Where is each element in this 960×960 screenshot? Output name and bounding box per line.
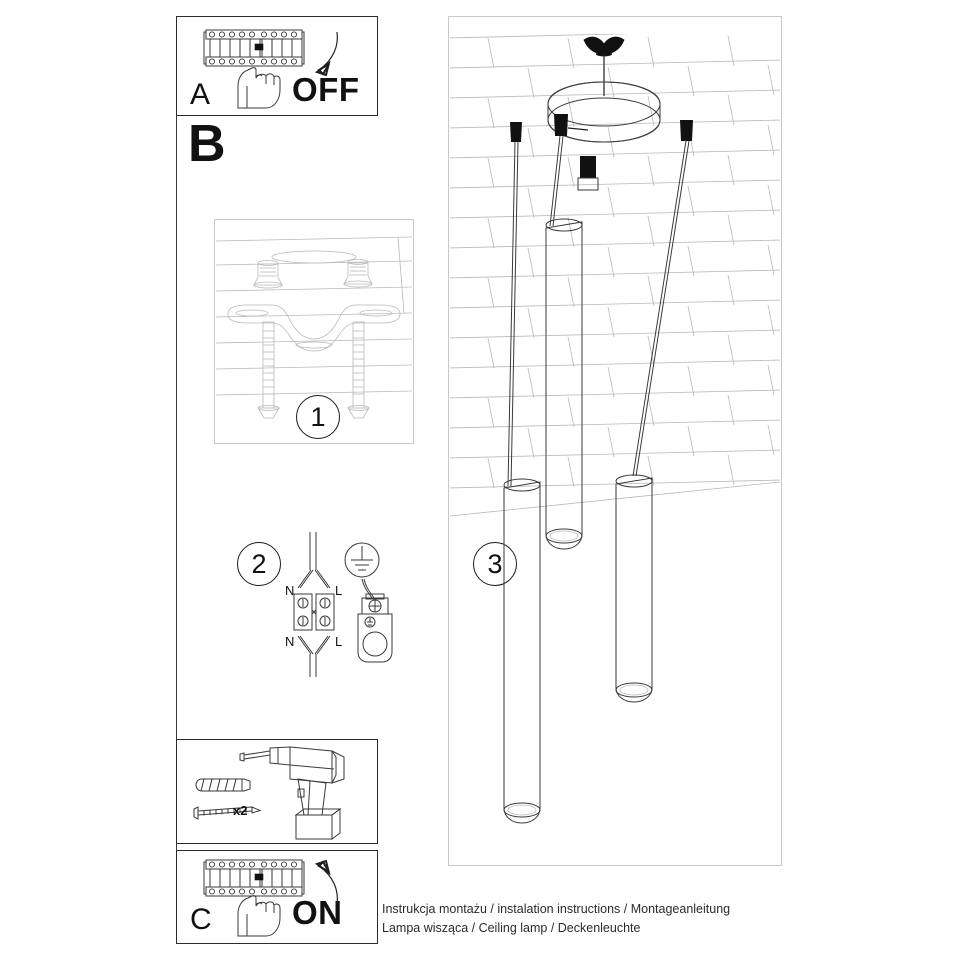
- tools-quantity-label: x2: [233, 803, 248, 818]
- ceiling-anchor-hook: [583, 36, 625, 96]
- step-number-2-circle: 2: [237, 542, 281, 586]
- step-number-3-value: 3: [487, 548, 503, 579]
- step-number-2-value: 2: [251, 548, 267, 579]
- screw-left: [257, 321, 280, 419]
- panel-a-breaker-off: [176, 16, 378, 116]
- mounting-bracket: [227, 304, 401, 352]
- earth-terminal-diagram: [344, 542, 393, 663]
- breaker-panel-icon-c: [203, 859, 305, 897]
- wall-plug-left: [253, 260, 283, 289]
- wall-plug-right: [343, 259, 373, 288]
- panel-3-assembly: [448, 16, 782, 866]
- terminal-label-n-top: N: [285, 583, 295, 598]
- footer-line-1: Instrukcja montażu / instalation instruc…: [382, 902, 731, 916]
- breaker-panel-icon-a: [203, 29, 305, 67]
- wiring-terminal-diagram: [293, 532, 335, 677]
- arrow-down-icon-a: [314, 31, 338, 77]
- terminal-label-l-bottom: L: [335, 634, 343, 649]
- step-letter-b: B: [188, 115, 226, 173]
- pendant-tube-right: [615, 474, 653, 703]
- arrow-up-icon-c: [314, 859, 338, 905]
- pointing-hand-icon-c: [237, 895, 281, 937]
- footer-text-block: Instrukcja montażu / instalation instruc…: [382, 900, 730, 939]
- panel-c-breaker-on: [176, 850, 378, 944]
- suspension-cables: [507, 135, 690, 487]
- pendant-tube-middle: [545, 218, 583, 550]
- pointing-hand-icon-a: [237, 67, 281, 109]
- step-number-1-circle: 1: [296, 395, 340, 439]
- ceiling-texture: [450, 34, 780, 489]
- step-number-3-circle: 3: [473, 542, 517, 586]
- step-letter-a: A: [190, 78, 211, 111]
- step-number-1-value: 1: [310, 401, 326, 432]
- label-on: ON: [292, 894, 343, 931]
- terminal-label-l-top: L: [335, 583, 343, 598]
- panel-1-mounting: [214, 219, 414, 444]
- pendant-tube-left: [503, 478, 541, 824]
- drill-icon: [239, 746, 345, 840]
- cable-grips: [510, 114, 693, 191]
- wall-plug-icon: [195, 778, 251, 792]
- footer-line-2: Lampa wisząca / Ceiling lamp / Deckenleu…: [382, 921, 641, 936]
- tools-diagram: [193, 746, 345, 840]
- step-letter-c: C: [190, 903, 212, 936]
- panel-tools: [176, 739, 378, 844]
- screw-right: [347, 321, 370, 419]
- protective-earth-icon: [344, 542, 380, 578]
- terminal-label-n-bottom: N: [285, 634, 295, 649]
- screw-icon: [193, 806, 262, 820]
- pendant-lamp-illustration: [449, 34, 781, 824]
- label-off: OFF: [292, 71, 360, 108]
- mounting-bracket-diagram: [215, 236, 413, 419]
- lamp-canopy: [547, 81, 661, 143]
